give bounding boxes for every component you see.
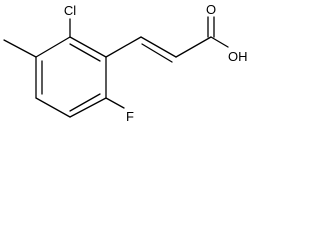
ring-inner-double-c5-c6 bbox=[69, 93, 101, 112]
bond-vinyl-to-carboxyl bbox=[175, 36, 212, 58]
atom-label-chlorine: Cl bbox=[64, 3, 76, 18]
bond-ring-to-vinyl bbox=[105, 36, 142, 58]
atom-label-carbonyl-oxygen: O bbox=[206, 2, 216, 17]
ring-bond-c1-c2 bbox=[69, 36, 107, 58]
ring-bond-c5-c6 bbox=[69, 97, 107, 118]
ring-bond-c4-c5 bbox=[35, 97, 71, 118]
bond-methyl bbox=[3, 39, 37, 58]
bond-fluorine bbox=[105, 97, 125, 109]
bond-vinyl-double-inner bbox=[141, 43, 173, 63]
bond-vinyl-double-outer bbox=[140, 36, 177, 58]
ring-inner-double-c1-c2 bbox=[69, 43, 101, 62]
ring-bond-c2-c3 bbox=[35, 36, 71, 58]
bond-carboxyl-oh bbox=[210, 36, 229, 48]
structure-diagram: Cl F O OH bbox=[3, 2, 248, 124]
atom-label-fluorine: F bbox=[126, 109, 134, 124]
atom-label-hydroxyl: OH bbox=[228, 49, 248, 64]
